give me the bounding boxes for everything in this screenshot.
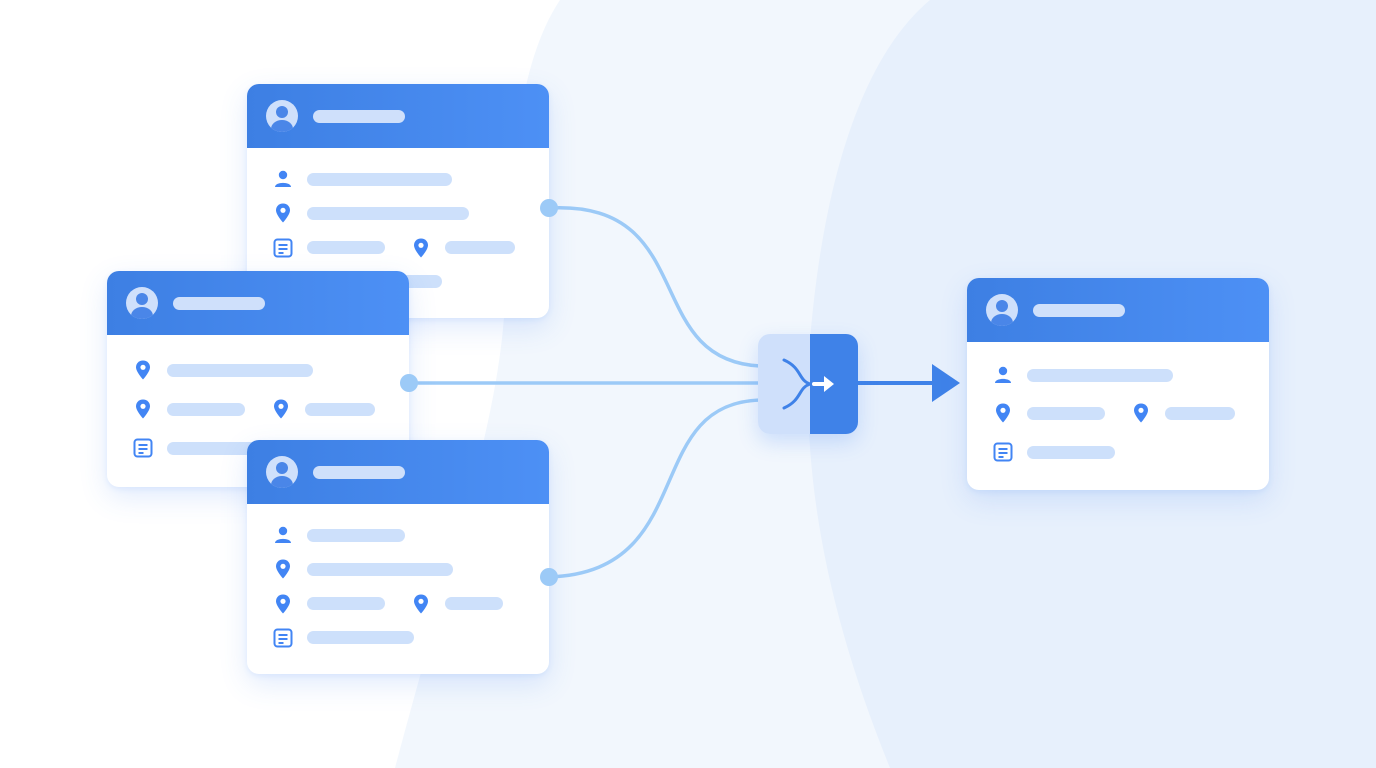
card-header <box>247 84 549 148</box>
field-placeholder <box>307 597 385 610</box>
location-pin-icon <box>992 402 1014 424</box>
location-pin-icon <box>410 237 432 259</box>
field-placeholder <box>445 241 515 254</box>
location-pin-icon <box>132 359 154 381</box>
location-pin-icon <box>272 558 294 580</box>
field-placeholder <box>307 631 414 644</box>
field-placeholder <box>1165 407 1235 420</box>
field-placeholder <box>1027 446 1115 459</box>
card-header <box>967 278 1269 342</box>
source-card-3 <box>247 440 549 674</box>
merge-node <box>758 334 858 434</box>
connector-port <box>540 568 558 586</box>
connector-port <box>400 374 418 392</box>
field-placeholder <box>307 563 453 576</box>
location-pin-icon <box>270 398 292 420</box>
location-pin-icon <box>1130 402 1152 424</box>
title-placeholder <box>313 466 405 479</box>
location-pin-icon <box>272 202 294 224</box>
field-placeholder <box>307 529 405 542</box>
field-placeholder <box>305 403 375 416</box>
card-header <box>107 271 409 335</box>
title-placeholder <box>313 110 405 123</box>
output-arrowhead <box>932 364 960 402</box>
document-icon <box>132 437 154 459</box>
document-icon <box>272 237 294 259</box>
location-pin-icon <box>132 398 154 420</box>
person-icon <box>992 364 1014 386</box>
card-header <box>247 440 549 504</box>
document-icon <box>272 627 294 649</box>
field-placeholder <box>307 241 385 254</box>
person-icon <box>272 168 294 190</box>
merge-node-left <box>758 334 810 434</box>
location-pin-icon <box>272 593 294 615</box>
field-placeholder <box>445 597 503 610</box>
document-icon <box>992 441 1014 463</box>
person-icon <box>272 524 294 546</box>
merged-card <box>967 278 1269 490</box>
field-placeholder <box>307 207 469 220</box>
field-placeholder <box>167 442 257 455</box>
title-placeholder <box>173 297 265 310</box>
avatar-icon <box>126 287 158 319</box>
title-placeholder <box>1033 304 1125 317</box>
field-placeholder <box>1027 369 1173 382</box>
location-pin-icon <box>410 593 432 615</box>
connector-card1-merge <box>547 206 762 368</box>
field-placeholder <box>167 403 245 416</box>
field-placeholder <box>307 173 452 186</box>
avatar-icon <box>266 100 298 132</box>
field-placeholder <box>1027 407 1105 420</box>
connector-port <box>540 199 558 217</box>
avatar-icon <box>266 456 298 488</box>
connector-card3-merge <box>547 398 762 579</box>
avatar-icon <box>986 294 1018 326</box>
merge-arrow-icon <box>782 358 834 410</box>
field-placeholder <box>167 364 313 377</box>
